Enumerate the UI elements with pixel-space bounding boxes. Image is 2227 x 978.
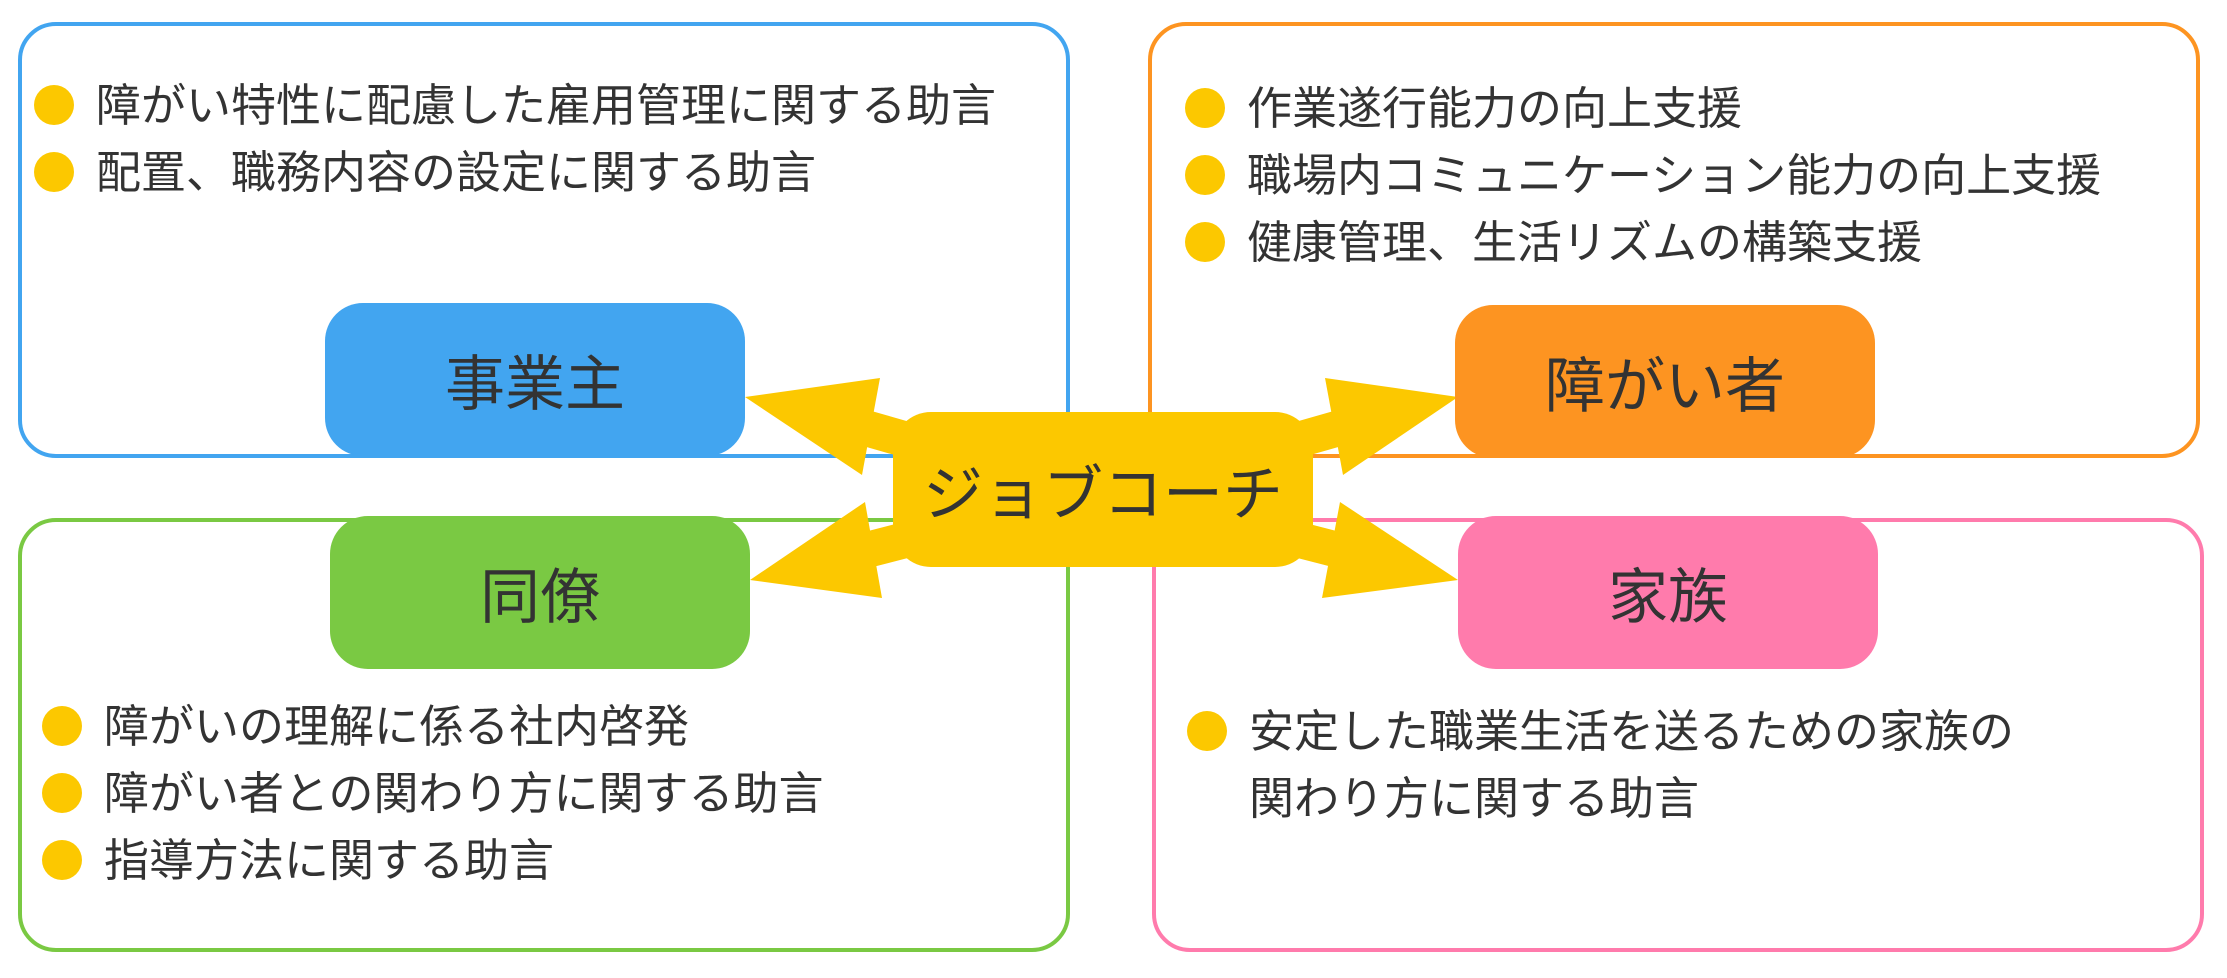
coworker-item-text: 指導方法に関する助言 [104,834,555,887]
list-item: 安定した職業生活を送るための家族の 関わり方に関する助言 [1187,698,2014,832]
employer-support-list: 障がい特性に配慮した雇用管理に関する助言 配置、職務内容の設定に関する助言 [34,72,996,206]
coworker-item-text: 障がいの理解に係る社内啓発 [104,700,690,753]
list-item: 健康管理、生活リズムの構築支援 [1185,209,2101,276]
bullet-dot-icon [42,840,82,880]
bullet-dot-icon [1187,711,1227,751]
list-item: 障がいの理解に係る社内啓発 [42,693,824,760]
family-support-list: 安定した職業生活を送るための家族の 関わり方に関する助言 [1187,698,2014,832]
employer-item-text: 障がい特性に配慮した雇用管理に関する助言 [96,79,997,132]
bullet-dot-icon [42,706,82,746]
list-item: 障がい者との関わり方に関する助言 [42,760,824,827]
person-item-text: 作業遂行能力の向上支援 [1247,82,1743,135]
bullet-dot-icon [34,152,74,192]
list-item: 配置、職務内容の設定に関する助言 [34,139,996,206]
bullet-dot-icon [34,85,74,125]
family-item-text-line2: 関わり方に関する助言 [1249,772,1700,825]
family-item-text-line1: 安定した職業生活を送るための家族の [1249,705,2015,758]
list-item: 作業遂行能力の向上支援 [1185,75,2101,142]
list-item: 職場内コミュニケーション能力の向上支援 [1185,142,2101,209]
bullet-dot-icon [1185,222,1225,262]
bullet-dot-icon [42,773,82,813]
employer-node: 事業主 [325,303,745,456]
list-item: 指導方法に関する助言 [42,827,824,894]
person-item-text: 職場内コミュニケーション能力の向上支援 [1247,149,2102,202]
employer-item-text: 配置、職務内容の設定に関する助言 [96,146,817,199]
coworker-item-text: 障がい者との関わり方に関する助言 [104,767,824,820]
family-node: 家族 [1458,516,1878,669]
coworker-support-list: 障がいの理解に係る社内啓発 障がい者との関わり方に関する助言 指導方法に関する助… [42,693,824,894]
bullet-dot-icon [1185,155,1225,195]
bullet-dot-icon [1185,88,1225,128]
person-node: 障がい者 [1455,305,1875,458]
job-coach-node: ジョブコーチ [893,412,1313,567]
person-item-text: 健康管理、生活リズムの構築支援 [1247,216,1923,269]
coworker-node: 同僚 [330,516,750,669]
person-support-list: 作業遂行能力の向上支援 職場内コミュニケーション能力の向上支援 健康管理、生活リ… [1185,75,2101,276]
list-item: 障がい特性に配慮した雇用管理に関する助言 [34,72,996,139]
